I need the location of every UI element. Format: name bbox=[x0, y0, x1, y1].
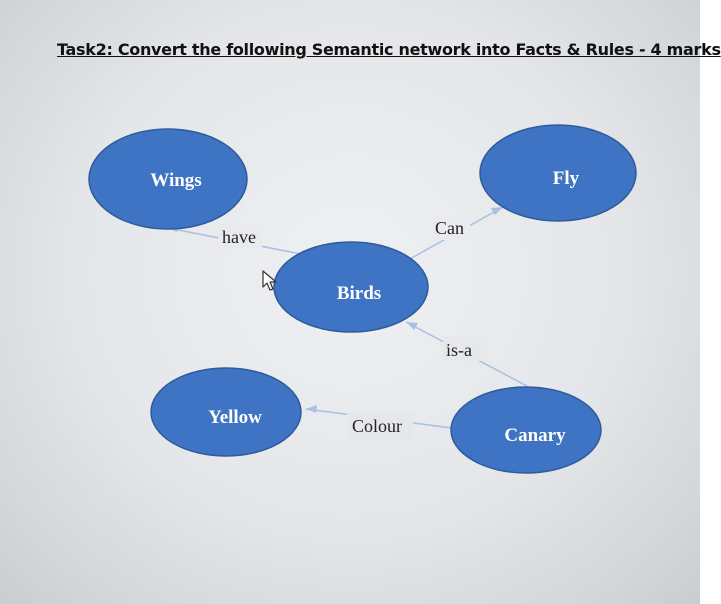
node-birds: Birds bbox=[273, 241, 429, 333]
node-canary: Canary bbox=[450, 386, 602, 474]
edge-is-a-arrowhead bbox=[406, 322, 418, 330]
edge-can-label-bg bbox=[432, 216, 470, 240]
edge-is-a-label-bg bbox=[443, 337, 481, 361]
node-wings: Wings bbox=[88, 128, 248, 230]
node-fly: Fly bbox=[479, 124, 637, 222]
edge-label-is-a: is-a bbox=[446, 340, 472, 360]
node-birds-label: Birds bbox=[337, 283, 381, 304]
node-canary-label: Canary bbox=[504, 425, 566, 446]
edge-label-have: have bbox=[222, 227, 256, 247]
semantic-network-diagram: have Can is-a Colour Wings Fly Birds Yel… bbox=[88, 124, 637, 474]
edge-can-arrowhead bbox=[491, 207, 503, 215]
edge-have-label-bg bbox=[218, 224, 262, 248]
page-title: Task2: Convert the following Semantic ne… bbox=[57, 40, 721, 59]
node-yellow: Yellow bbox=[150, 367, 302, 457]
edge-colour-label-bg bbox=[347, 413, 413, 439]
edge-label-colour: Colour bbox=[352, 416, 402, 436]
edge-colour-arrowhead bbox=[306, 405, 317, 413]
node-yellow-label: Yellow bbox=[208, 407, 262, 428]
edge-label-can: Can bbox=[435, 218, 464, 238]
mouse-pointer-icon bbox=[262, 270, 277, 291]
node-wings-label: Wings bbox=[150, 170, 201, 191]
node-fly-label: Fly bbox=[553, 168, 580, 189]
